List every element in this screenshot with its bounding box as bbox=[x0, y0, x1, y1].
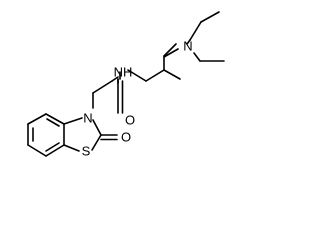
bond bbox=[189, 21, 202, 41]
bond bbox=[111, 76, 119, 82]
bond bbox=[45, 144, 65, 157]
double-bond-inner bbox=[45, 142, 60, 152]
atom-o-amide: O bbox=[125, 113, 135, 128]
bond bbox=[27, 113, 47, 125]
bond bbox=[27, 144, 47, 157]
bond bbox=[63, 117, 83, 125]
bond bbox=[200, 11, 220, 23]
bond bbox=[63, 144, 80, 152]
diethylamino-group bbox=[163, 11, 225, 62]
double-bond-inner bbox=[46, 118, 60, 127]
atom-n-ring: N bbox=[83, 111, 92, 126]
bond bbox=[92, 80, 113, 94]
bond bbox=[127, 69, 147, 82]
atom-nh-amide: NH bbox=[114, 65, 133, 80]
bond bbox=[186, 39, 191, 45]
atom-s-ring: S bbox=[82, 144, 91, 159]
bond bbox=[45, 113, 65, 125]
atom-o-ring: O bbox=[121, 130, 131, 145]
side-chain bbox=[92, 39, 191, 114]
thiazolone-ring bbox=[63, 117, 118, 152]
benzene-ring bbox=[27, 113, 65, 157]
bond bbox=[92, 119, 102, 136]
bond bbox=[163, 48, 179, 58]
bond bbox=[163, 43, 177, 57]
bond bbox=[163, 69, 181, 80]
bond bbox=[193, 52, 201, 62]
atom-labels: N NH O N S O bbox=[82, 39, 193, 159]
bond bbox=[145, 69, 165, 82]
atom-n-amine: N bbox=[183, 39, 192, 54]
bond bbox=[91, 134, 102, 151]
structure-diagram: N NH O N S O bbox=[27, 11, 225, 159]
